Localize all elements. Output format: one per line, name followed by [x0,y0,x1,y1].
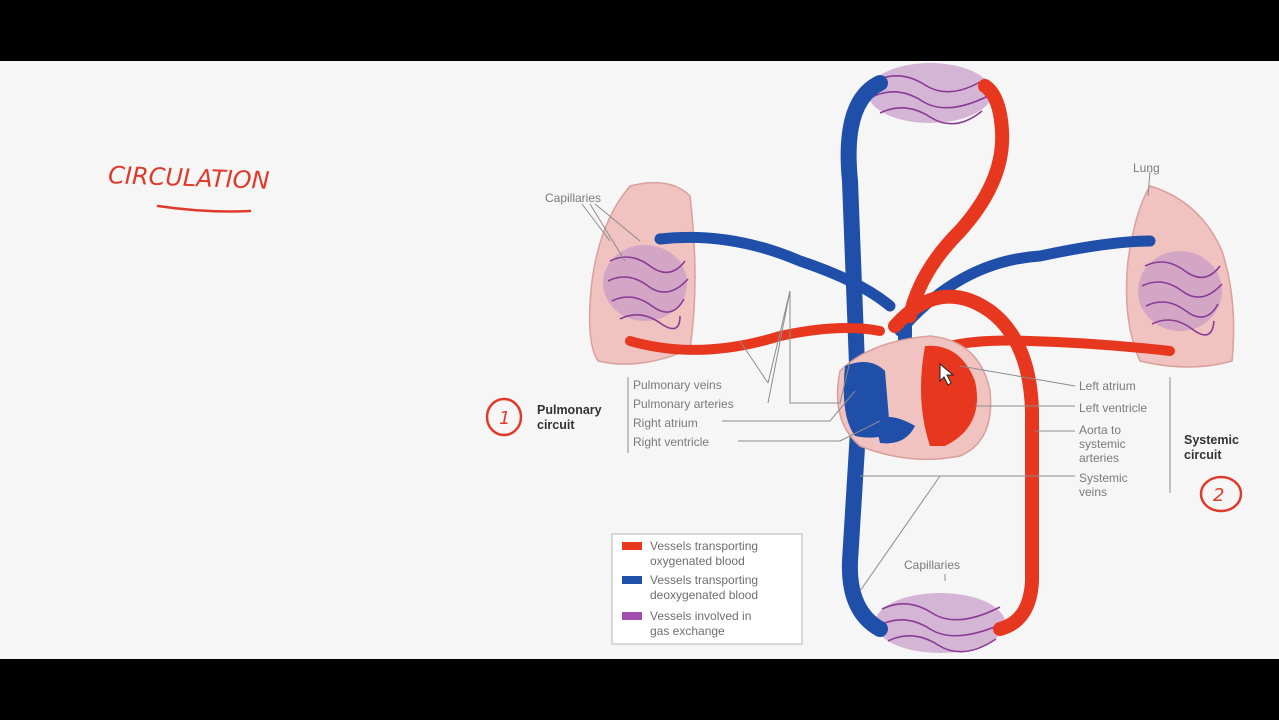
handwritten-mark-1: 1 [485,397,523,437]
lower-body-capillary-bed [875,593,1005,653]
title-underline [156,204,252,213]
label-systemic-veins-1: Systemic [1079,471,1128,485]
label-pulmonary-circuit-1: Pulmonary [537,403,602,417]
label-pulmonary-arteries: Pulmonary arteries [633,397,734,411]
legend-item-oxygenated: Vessels transporting oxygenated blood [622,539,758,568]
label-pulmonary-circuit-2: circuit [537,418,575,432]
legend-gas-exchange-line1: Vessels involved in [650,609,751,623]
label-aorta-2: systemic [1079,437,1126,451]
right-lung-capillary-bed [1138,251,1223,336]
left-lung-capillary-bed [603,245,689,330]
label-capillaries-lung: Capillaries [545,191,601,205]
label-left-atrium: Left atrium [1079,379,1136,393]
label-pulmonary-veins: Pulmonary veins [633,378,722,392]
handwritten-title-text: CIRCULATION [108,161,270,195]
heart [836,335,992,461]
upper-body-capillary-bed [868,63,992,125]
label-right-ventricle: Right ventricle [633,435,709,449]
legend-item-deoxygenated: Vessels transporting deoxygenated blood [622,573,758,602]
label-systemic-circuit-1: Systemic [1184,433,1239,447]
label-left-ventricle: Left ventricle [1079,401,1147,415]
mark-1-text: 1 [499,408,510,429]
label-capillaries-body: Capillaries [904,558,960,572]
slide: CIRCULATION 1 2 [0,61,1279,659]
leader-lines [581,170,1171,592]
legend-gas-exchange-line2: gas exchange [650,624,725,638]
legend-item-gas-exchange: Vessels involved in gas exchange [622,609,751,638]
label-right-atrium: Right atrium [633,416,698,430]
label-lung: Lung [1133,161,1160,175]
label-aorta-3: arteries [1079,451,1119,465]
handwritten-mark-2: 2 [1199,475,1243,513]
handwritten-title: CIRCULATION [108,161,270,213]
legend-swatch-oxygenated [622,542,642,550]
legend-deoxygenated-line1: Vessels transporting [650,573,758,587]
legend: Vessels transporting oxygenated blood Ve… [611,533,803,645]
label-systemic-veins-2: veins [1079,485,1107,499]
legend-oxygenated-line1: Vessels transporting [650,539,758,553]
legend-deoxygenated-line2: deoxygenated blood [650,588,758,602]
mark-2-text: 2 [1213,485,1224,506]
label-systemic-circuit-2: circuit [1184,448,1222,462]
circulation-diagram: CIRCULATION 1 2 [108,63,1243,653]
label-aorta-1: Aorta to [1079,423,1121,437]
legend-swatch-deoxygenated [622,576,642,584]
mouse-cursor-icon [939,362,955,386]
oxygenated-vessels [625,79,1175,636]
legend-swatch-gas-exchange [622,612,642,620]
legend-oxygenated-line2: oxygenated blood [650,554,745,568]
